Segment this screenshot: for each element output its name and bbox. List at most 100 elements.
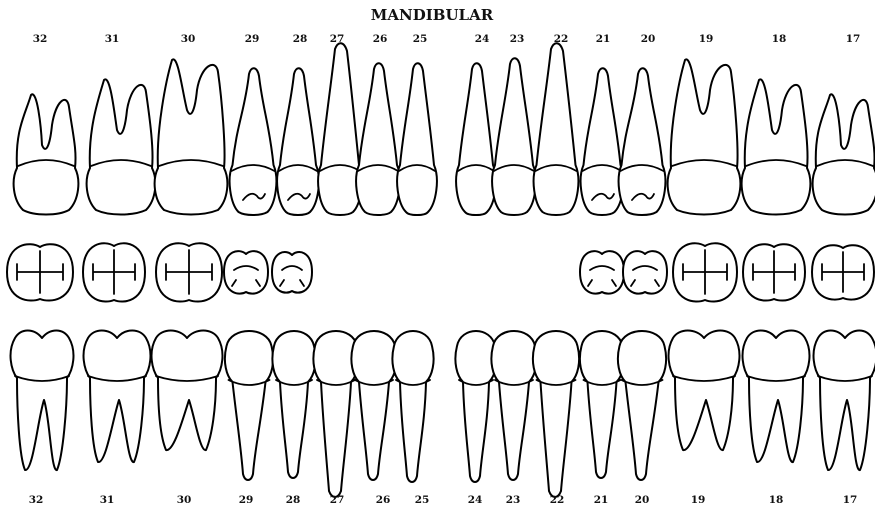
occlusal-tooth (673, 243, 737, 301)
top-tooth-number: 28 (293, 33, 308, 45)
occlusal-outline (580, 251, 624, 294)
top-tooth-number: 17 (846, 33, 861, 45)
tooth-outline (397, 63, 437, 215)
top-tooth-28 (277, 68, 319, 215)
top-tooth-number: 30 (181, 33, 196, 45)
bottom-tooth-number: 17 (843, 494, 858, 506)
bottom-tooth-number: 24 (468, 494, 483, 506)
tooth-outline (813, 94, 875, 214)
top-tooth-23 (492, 58, 536, 215)
tooth-outline (455, 331, 496, 482)
tooth-outline (743, 331, 810, 463)
top-tooth-25 (397, 63, 437, 215)
top-tooth-number: 23 (510, 33, 525, 45)
occlusal-view-row (7, 243, 874, 301)
bottom-tooth-number: 21 (594, 494, 609, 506)
top-tooth-number: 19 (699, 33, 714, 45)
bottom-row-facial-view (11, 331, 875, 498)
top-tooth-22 (534, 43, 579, 215)
top-tooth-26 (356, 63, 400, 215)
tooth-outline (11, 331, 74, 471)
top-tooth-19 (668, 59, 741, 214)
bottom-tooth-number: 19 (691, 494, 706, 506)
tooth-outline (492, 58, 536, 215)
bottom-tooth-29 (225, 331, 273, 480)
bottom-tooth-number: 23 (506, 494, 521, 506)
bottom-tooth-number: 32 (29, 494, 44, 506)
tooth-outline (87, 79, 156, 214)
top-tooth-number: 25 (413, 33, 428, 45)
bottom-tooth-number: 27 (330, 494, 345, 506)
top-tooth-number: 18 (772, 33, 787, 45)
top-tooth-number: 20 (641, 33, 656, 45)
occlusal-tooth (580, 251, 624, 294)
tooth-outline (618, 331, 666, 480)
top-tooth-number: 29 (245, 33, 260, 45)
bottom-tooth-number: 30 (177, 494, 192, 506)
top-tooth-number: 24 (475, 33, 490, 45)
occlusal-tooth (83, 243, 145, 301)
top-tooth-numbers: 32313029282726252423222120191817 (33, 33, 861, 45)
tooth-outline (742, 79, 811, 214)
bottom-tooth-18 (743, 331, 810, 463)
top-tooth-31 (87, 79, 156, 214)
bottom-tooth-20 (618, 331, 666, 480)
bottom-tooth-numbers: 32 31 30 29 28 27 26 25 24 23 22 21 20 19 18 17 (29, 494, 858, 506)
occlusal-tooth (156, 243, 222, 301)
tooth-outline (14, 94, 79, 214)
bottom-tooth-24 (455, 331, 496, 482)
tooth-outline (534, 43, 579, 215)
occlusal-outline (224, 251, 268, 294)
tooth-outline (225, 331, 273, 480)
bottom-tooth-31 (84, 331, 151, 463)
tooth-outline (356, 63, 400, 215)
bottom-tooth-26 (351, 331, 396, 480)
bottom-tooth-30 (152, 331, 223, 451)
bottom-tooth-17 (814, 331, 875, 471)
bottom-tooth-number: 31 (100, 494, 115, 506)
top-tooth-number: 21 (596, 33, 611, 45)
tooth-outline (152, 331, 223, 451)
bottom-tooth-32 (11, 331, 74, 471)
tooth-outline (669, 331, 740, 451)
bottom-tooth-number: 28 (286, 494, 301, 506)
tooth-outline (491, 331, 536, 480)
tooth-outline (351, 331, 396, 480)
tooth-outline (814, 331, 875, 471)
top-tooth-27 (318, 43, 362, 215)
top-tooth-number: 31 (105, 33, 120, 45)
top-tooth-number: 32 (33, 33, 48, 45)
bottom-tooth-23 (491, 331, 536, 480)
top-tooth-number: 26 (373, 33, 388, 45)
bottom-tooth-number: 20 (635, 494, 650, 506)
bottom-tooth-number: 26 (376, 494, 391, 506)
bottom-tooth-28 (272, 331, 315, 478)
bottom-tooth-number: 22 (550, 494, 565, 506)
top-tooth-30 (155, 59, 228, 214)
occlusal-tooth (812, 245, 874, 299)
occlusal-tooth (743, 244, 805, 300)
occlusal-outline (623, 251, 667, 294)
tooth-outline (272, 331, 315, 478)
tooth-outline (533, 331, 579, 497)
tooth-outline (318, 43, 362, 215)
top-tooth-32 (14, 94, 79, 214)
bottom-tooth-number: 29 (239, 494, 254, 506)
top-tooth-18 (742, 79, 811, 214)
occlusal-tooth (7, 244, 73, 300)
tooth-outline (155, 59, 228, 214)
top-row-lingual-view (14, 43, 875, 215)
occlusal-tooth (272, 252, 312, 293)
bottom-tooth-number: 18 (769, 494, 784, 506)
top-tooth-17 (813, 94, 875, 214)
bottom-tooth-22 (533, 331, 579, 497)
occlusal-tooth (623, 251, 667, 294)
tooth-outline (456, 63, 496, 215)
tooth-outline (668, 59, 741, 214)
occlusal-outline (272, 252, 312, 293)
bottom-tooth-number: 25 (415, 494, 430, 506)
occlusal-tooth (224, 251, 268, 294)
top-tooth-21 (581, 68, 624, 215)
bottom-tooth-25 (392, 331, 433, 482)
